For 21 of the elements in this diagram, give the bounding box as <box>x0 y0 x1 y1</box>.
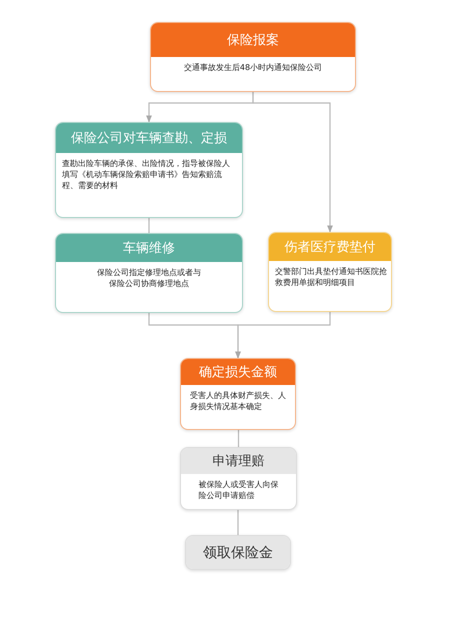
connector-arrow <box>252 92 333 233</box>
process-box <box>180 358 296 430</box>
step-description: 查勘出险车辆的承保、出险情况，指导被保险人填写《机动车辆保险索赔申请书》告知索赔流程、需要的材料 <box>61 158 231 192</box>
step-title: 领取保险金 <box>186 536 290 569</box>
connector-arrow <box>235 312 331 359</box>
step-title: 申请理赔 <box>181 448 296 474</box>
step-title: 伤者医疗费垫付 <box>269 233 391 261</box>
step-title: 车辆维修 <box>56 234 242 262</box>
step-description: 受害人的具体财产损失、人身损失情况基本确定 <box>189 390 287 414</box>
step-description: 交警部门出具垫付通知书医院抢救费用单据和明细项目 <box>274 266 388 290</box>
step-title: 保险报案 <box>151 23 355 57</box>
step-description: 被保险人或受害人向保险公司申请赔偿 <box>198 479 280 502</box>
process-box <box>150 22 356 92</box>
process-box <box>55 233 243 313</box>
process-box <box>268 232 392 312</box>
process-box <box>55 122 243 218</box>
process-box <box>180 447 297 510</box>
step-title: 确定损失金额 <box>181 359 295 385</box>
step-title: 保险公司对车辆查勘、定损 <box>56 123 242 153</box>
step-description: 交通事故发生后48小时内通知保险公司 <box>182 62 324 74</box>
step-description: 保险公司指定修理地点或者与保险公司协商修理地点 <box>96 267 202 290</box>
